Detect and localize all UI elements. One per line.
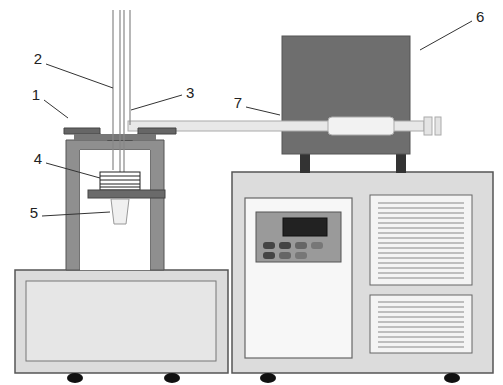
- base-cabinet-part: [26, 281, 216, 361]
- control-panel-part: [245, 198, 352, 358]
- vent-slots-part: [378, 342, 464, 343]
- wheels-part: [260, 373, 276, 383]
- base-cabinet: [15, 270, 228, 373]
- tube-furnace-part: [396, 153, 406, 173]
- vent-slots-part: [378, 307, 464, 308]
- control-panel-part: [283, 218, 327, 236]
- vent-slots-part: [378, 268, 464, 269]
- leader-lines-part: [420, 21, 472, 50]
- sample-stack-part: [111, 199, 129, 224]
- control-cabinet-part: [370, 195, 472, 285]
- reaction-chamber-part: [80, 150, 150, 270]
- vent-slots-part: [378, 317, 464, 318]
- vent-slots-part: [378, 337, 464, 338]
- leader-lines-part: [246, 107, 280, 115]
- vent-slots-part: [378, 248, 464, 249]
- vent-slots-part: [378, 312, 464, 313]
- base-cabinet-part: [15, 270, 228, 373]
- vent-slots-part: [378, 233, 464, 234]
- tube-furnace-part: [300, 153, 310, 173]
- control-panel-part: [263, 242, 275, 249]
- tube-furnace-part: [282, 36, 410, 154]
- control-cabinet-part: [370, 295, 472, 353]
- wheels: [67, 373, 460, 383]
- leader-lines-part: [46, 64, 113, 88]
- vent-slots-part: [378, 347, 464, 348]
- control-panel-part: [279, 242, 291, 249]
- wheels-part: [164, 373, 180, 383]
- vent-slots-part: [378, 208, 464, 209]
- reaction-chamber-part: [74, 134, 156, 140]
- leader-lines-part: [44, 100, 68, 118]
- vent-slots-part: [378, 228, 464, 229]
- vent-slots-part: [378, 203, 464, 204]
- rods-part: [113, 10, 130, 185]
- callout-number: 5: [30, 205, 38, 220]
- control-panel-part: [311, 242, 323, 249]
- vent-slots-part: [378, 278, 464, 279]
- sample-stack-part: [100, 176, 140, 187]
- sample-stack: [88, 172, 165, 224]
- sample-stack-part: [100, 172, 140, 190]
- vent-slots-part: [378, 238, 464, 239]
- sample-stack-part: [88, 190, 165, 198]
- vent-slots-part: [378, 213, 464, 214]
- vent-slots-part: [378, 218, 464, 219]
- reaction-chamber-part: [66, 140, 164, 270]
- callout-number: 4: [34, 151, 42, 166]
- vent-slots-part: [378, 253, 464, 254]
- vent-slots-part: [378, 258, 464, 259]
- callout-number: 7: [234, 95, 242, 110]
- callout-number: 3: [186, 85, 194, 100]
- wheels-part: [444, 373, 460, 383]
- vent-slots-part: [378, 223, 464, 224]
- vent-slots-part: [378, 332, 464, 333]
- gas-tube-part: [328, 117, 394, 135]
- wheels-part: [67, 373, 83, 383]
- control-cabinet: [232, 172, 493, 373]
- leader-lines-part: [46, 163, 100, 178]
- rods: [113, 10, 130, 185]
- vent-slots-part: [378, 243, 464, 244]
- leader-lines-part: [42, 212, 110, 216]
- callout-number: 6: [476, 9, 484, 24]
- gas-tube-part: [435, 117, 441, 135]
- vent-slots-part: [378, 327, 464, 328]
- tube-furnace: [282, 36, 410, 173]
- leader-lines-part: [131, 95, 182, 110]
- vent-slots-part: [378, 273, 464, 274]
- control-panel-part: [295, 252, 307, 259]
- gas-tube-part: [424, 117, 432, 135]
- control-panel: [245, 198, 352, 358]
- leader-lines: [42, 21, 472, 216]
- vent-slots-part: [378, 322, 464, 323]
- control-panel-part: [295, 242, 307, 249]
- vent-slots-part: [378, 302, 464, 303]
- control-cabinet-part: [232, 172, 493, 373]
- callout-number: 2: [34, 51, 42, 66]
- control-panel-part: [263, 252, 275, 259]
- control-panel-part: [256, 212, 341, 262]
- callout-number: 1: [32, 87, 40, 102]
- control-panel-part: [279, 252, 291, 259]
- vent-slots-part: [378, 263, 464, 264]
